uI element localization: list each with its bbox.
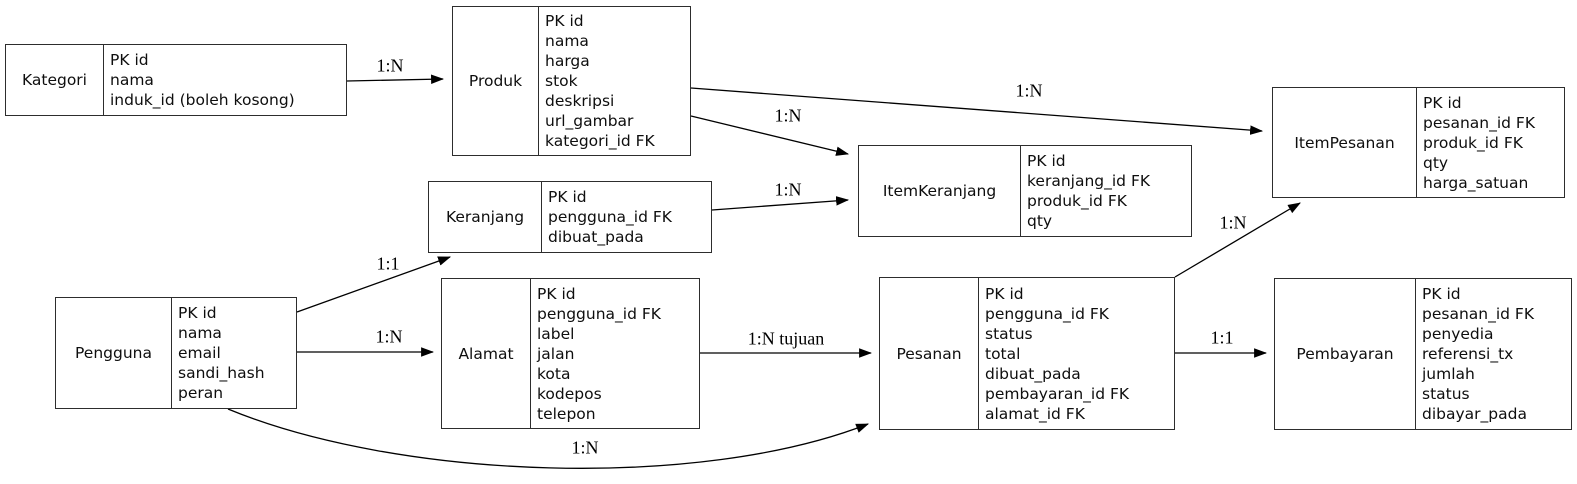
attribute-row: pengguna_id FK: [548, 208, 672, 226]
attribute-row: pesanan_id FK: [1423, 113, 1535, 132]
attribute-row: qty: [1027, 212, 1053, 230]
entity-itemkeranjang-attributes: PK id keranjang_id FK produk_id FK qty: [1021, 146, 1191, 236]
attribute-row: pesanan_id FK: [1422, 305, 1534, 323]
attribute-row: dibuat_pada: [548, 228, 644, 246]
entity-produk-name: Produk: [453, 7, 539, 155]
attribute-row: jalan: [537, 344, 575, 363]
attribute-row: telepon: [537, 404, 596, 423]
entity-itemkeranjang-name: ItemKeranjang: [859, 146, 1021, 236]
entity-keranjang: Keranjang PK id pengguna_id FK dibuat_pa…: [428, 181, 712, 253]
entity-keranjang-attributes: PK id pengguna_id FK dibuat_pada: [542, 182, 711, 252]
entity-pembayaran-attributes: PK id pesanan_id FK penyedia referensi_t…: [1416, 279, 1571, 429]
entity-pesanan-name: Pesanan: [880, 278, 979, 429]
entity-produk: Produk PK id nama harga stok deskripsi u…: [452, 6, 691, 156]
edge-produk-itemkeranjang: [690, 115, 850, 156]
edge-label-pesanan-itempesanan: 1:N: [1219, 212, 1247, 233]
attribute-row: produk_id FK: [1423, 133, 1523, 152]
attribute-row: kota: [537, 364, 571, 383]
attribute-row: alamat_id FK: [985, 404, 1085, 423]
attribute-row: referensi_tx: [1422, 345, 1514, 363]
edge-label-pengguna-keranjang: 1:1: [376, 253, 400, 274]
attribute-row: harga: [545, 52, 590, 70]
attribute-row: dibuat_pada: [985, 364, 1081, 383]
attribute-row: peran: [178, 384, 224, 402]
entity-produk-attributes: PK id nama harga stok deskripsi url_gamb…: [539, 7, 690, 155]
attribute-row: jumlah: [1422, 365, 1475, 383]
entity-keranjang-name: Keranjang: [429, 182, 542, 252]
attribute-row: PK id: [110, 51, 149, 69]
attribute-row: status: [1422, 385, 1470, 403]
attribute-row: PK id: [1422, 285, 1461, 303]
attribute-row: PK id: [1423, 93, 1462, 112]
attribute-row: dibayar_pada: [1422, 405, 1527, 423]
attribute-row: keranjang_id FK: [1027, 172, 1151, 190]
entity-itempesanan-name: ItemPesanan: [1273, 88, 1417, 197]
entity-pengguna: Pengguna PK id nama email sandi_hash per…: [55, 297, 297, 409]
attribute-row: total: [985, 344, 1021, 363]
attribute-row: PK id: [548, 188, 587, 206]
edge-label-pesanan-pembayaran: 1:1: [1210, 327, 1234, 348]
attribute-row: pembayaran_id FK: [985, 384, 1130, 403]
entity-pembayaran-name: Pembayaran: [1275, 279, 1416, 429]
attribute-row: nama: [110, 71, 154, 89]
attribute-row: harga_satuan: [1423, 173, 1529, 192]
attribute-row: stok: [545, 72, 578, 90]
attribute-row: status: [985, 324, 1033, 343]
attribute-row: PK id: [537, 284, 576, 303]
edge-label-pengguna-alamat: 1:N: [375, 326, 403, 347]
entity-kategori: Kategori PK id nama induk_id (boleh koso…: [5, 44, 347, 116]
entity-itempesanan: ItemPesanan PK id pesanan_id FK produk_i…: [1272, 87, 1565, 198]
attribute-row: email: [178, 344, 221, 362]
attribute-row: url_gambar: [545, 112, 634, 130]
entity-alamat: Alamat PK id pengguna_id FK label jalan …: [441, 278, 700, 429]
entity-pengguna-attributes: PK id nama email sandi_hash peran: [172, 298, 296, 408]
entity-pesanan-attributes: PK id pengguna_id FK status total dibuat…: [979, 278, 1174, 429]
entity-pembayaran: Pembayaran PK id pesanan_id FK penyedia …: [1274, 278, 1572, 430]
edge-label-keranjang-itemkeranjang: 1:N: [774, 179, 802, 200]
attribute-row: PK id: [985, 284, 1024, 303]
attribute-row: sandi_hash: [178, 364, 265, 382]
edge-pengguna-keranjang: [296, 256, 452, 313]
attribute-row: induk_id (boleh kosong): [110, 91, 295, 109]
attribute-row: nama: [178, 324, 222, 342]
attribute-row: deskripsi: [545, 92, 615, 110]
attribute-row: kategori_id FK: [545, 132, 655, 150]
edge-label-alamat-pesanan: 1:N tujuan: [747, 328, 825, 349]
entity-itempesanan-attributes: PK id pesanan_id FK produk_id FK qty har…: [1417, 88, 1564, 197]
attribute-row: PK id: [545, 12, 584, 30]
attribute-row: label: [537, 324, 575, 343]
edge-label-produk-itempesanan: 1:N: [1015, 80, 1043, 101]
entity-alamat-attributes: PK id pengguna_id FK label jalan kota ko…: [531, 279, 699, 428]
entity-itemkeranjang: ItemKeranjang PK id keranjang_id FK prod…: [858, 145, 1192, 237]
attribute-row: kodepos: [537, 384, 602, 403]
edge-keranjang-itemkeranjang: [711, 196, 850, 211]
edge-kategori-produk: [346, 74, 445, 85]
attribute-row: nama: [545, 32, 589, 50]
attribute-row: pengguna_id FK: [537, 304, 661, 323]
attribute-row: pengguna_id FK: [985, 304, 1109, 323]
entity-alamat-name: Alamat: [442, 279, 531, 428]
attribute-row: qty: [1423, 153, 1449, 172]
edge-label-pengguna-pesanan: 1:N: [571, 437, 599, 458]
edge-label-kategori-produk: 1:N: [376, 55, 404, 76]
attribute-row: PK id: [178, 304, 217, 322]
entity-kategori-name: Kategori: [6, 45, 104, 115]
attribute-row: PK id: [1027, 152, 1066, 170]
edge-label-produk-itemkeranjang: 1:N: [774, 105, 802, 126]
entity-pesanan: Pesanan PK id pengguna_id FK status tota…: [879, 277, 1175, 430]
entity-pengguna-name: Pengguna: [56, 298, 172, 408]
entity-kategori-attributes: PK id nama induk_id (boleh kosong): [104, 45, 346, 115]
attribute-row: produk_id FK: [1027, 192, 1127, 210]
attribute-row: penyedia: [1422, 325, 1494, 343]
